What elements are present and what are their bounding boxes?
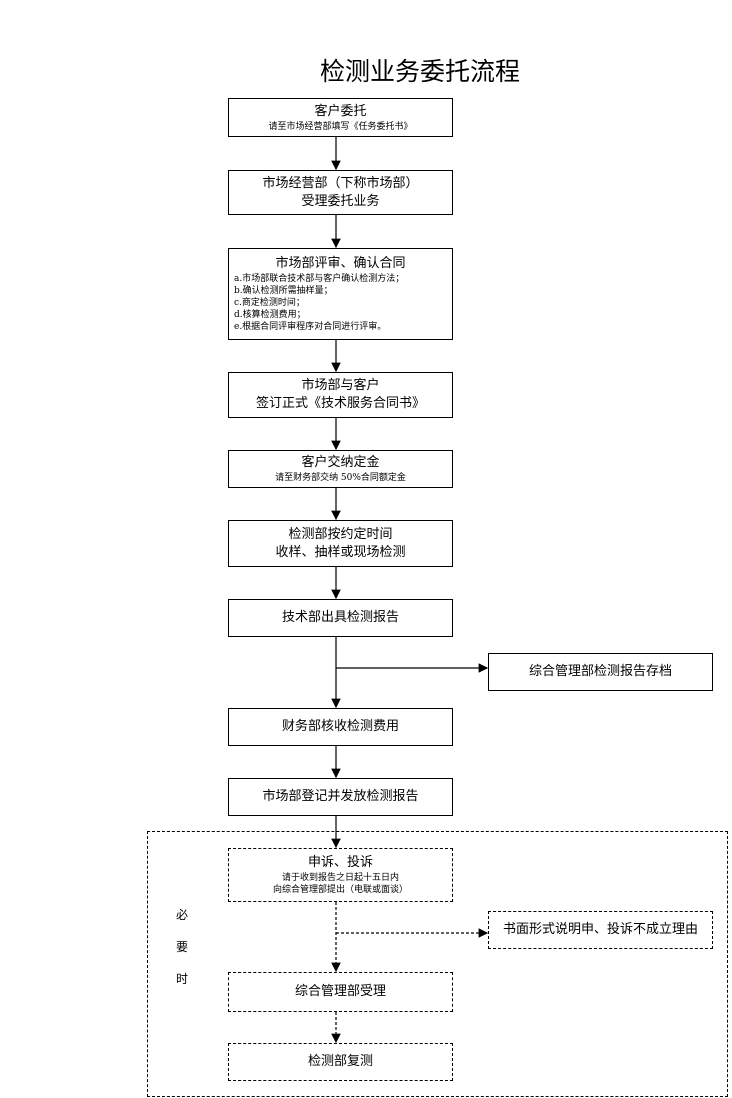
optional-section [147, 831, 728, 1097]
step-title: 综合管理部检测报告存档 [528, 664, 672, 679]
step-deposit: 客户交纳定金 请至财务部交纳 50%合同额定金 [228, 450, 453, 488]
step-title-line2: 受理委托业务 [301, 193, 380, 209]
step-customer-entrust: 客户委托 请至市场经营部填写《任务委托书》 [228, 98, 453, 137]
step-item: a.市场部联合技术部与客户确认检测方法； [234, 274, 405, 284]
step-reject-complaint: 书面形式说明申、投诉不成立理由 [488, 911, 713, 949]
step-title: 综合管理部受理 [294, 984, 386, 999]
step-item: d.核算检测费用； [234, 310, 306, 320]
step-title-line2: 签订正式《技术服务合同书》 [255, 396, 425, 411]
step-item: e.根据合同评审程序对合同进行评审。 [234, 322, 387, 332]
step-contract-review: 市场部评审、确认合同 a.市场部联合技术部与客户确认检测方法； b.确认检测所需… [228, 248, 453, 340]
step-collect-fee: 财务部核收检测费用 [228, 708, 453, 746]
step-release-report: 市场部登记并发放检测报告 [228, 778, 453, 816]
step-title: 检测部复测 [307, 1054, 373, 1069]
optional-label: 时 [176, 972, 189, 986]
step-title: 市场部评审、确认合同 [275, 256, 406, 271]
step-title: 客户委托 [314, 103, 367, 119]
step-note: 向综合管理部提出（电联或面谈） [272, 885, 408, 895]
step-note: 请于收到报告之日起十五日内 [281, 873, 399, 883]
step-title: 财务部核收检测费用 [281, 719, 399, 734]
step-market-accept: 市场经营部（下称市场部） 受理委托业务 [228, 170, 453, 215]
step-issue-report: 技术部出具检测报告 [228, 599, 453, 637]
step-title: 检测部按约定时间 [288, 526, 393, 542]
page-title: 检测业务委托流程 [319, 57, 520, 86]
step-note: 请至财务部交纳 50%合同额定金 [275, 473, 406, 483]
step-accept-complaint: 综合管理部受理 [228, 972, 453, 1012]
step-sign-contract: 市场部与客户 签订正式《技术服务合同书》 [228, 372, 453, 418]
step-sampling: 检测部按约定时间 收样、抽样或现场检测 [228, 520, 453, 567]
optional-label: 要 [176, 940, 189, 954]
step-item: b.确认检测所需抽样量； [234, 286, 333, 296]
step-retest: 检测部复测 [228, 1043, 453, 1081]
step-title: 市场经营部（下称市场部） [262, 175, 419, 191]
optional-label: 必 [176, 908, 189, 922]
step-title: 书面形式说明申、投诉不成立理由 [502, 922, 698, 937]
step-complaint: 申诉、投诉 请于收到报告之日起十五日内 向综合管理部提出（电联或面谈） [228, 848, 453, 902]
step-item: c.商定检测时间； [234, 298, 305, 308]
step-title: 申诉、投诉 [307, 855, 373, 870]
step-title: 技术部出具检测报告 [281, 610, 399, 625]
step-title: 客户交纳定金 [301, 455, 380, 470]
step-title: 市场部登记并发放检测报告 [262, 789, 419, 804]
step-title: 市场部与客户 [301, 378, 380, 393]
step-archive-report: 综合管理部检测报告存档 [488, 653, 713, 691]
step-note: 请至市场经营部填写《任务委托书》 [268, 121, 413, 132]
step-title-line2: 收样、抽样或现场检测 [275, 544, 406, 560]
